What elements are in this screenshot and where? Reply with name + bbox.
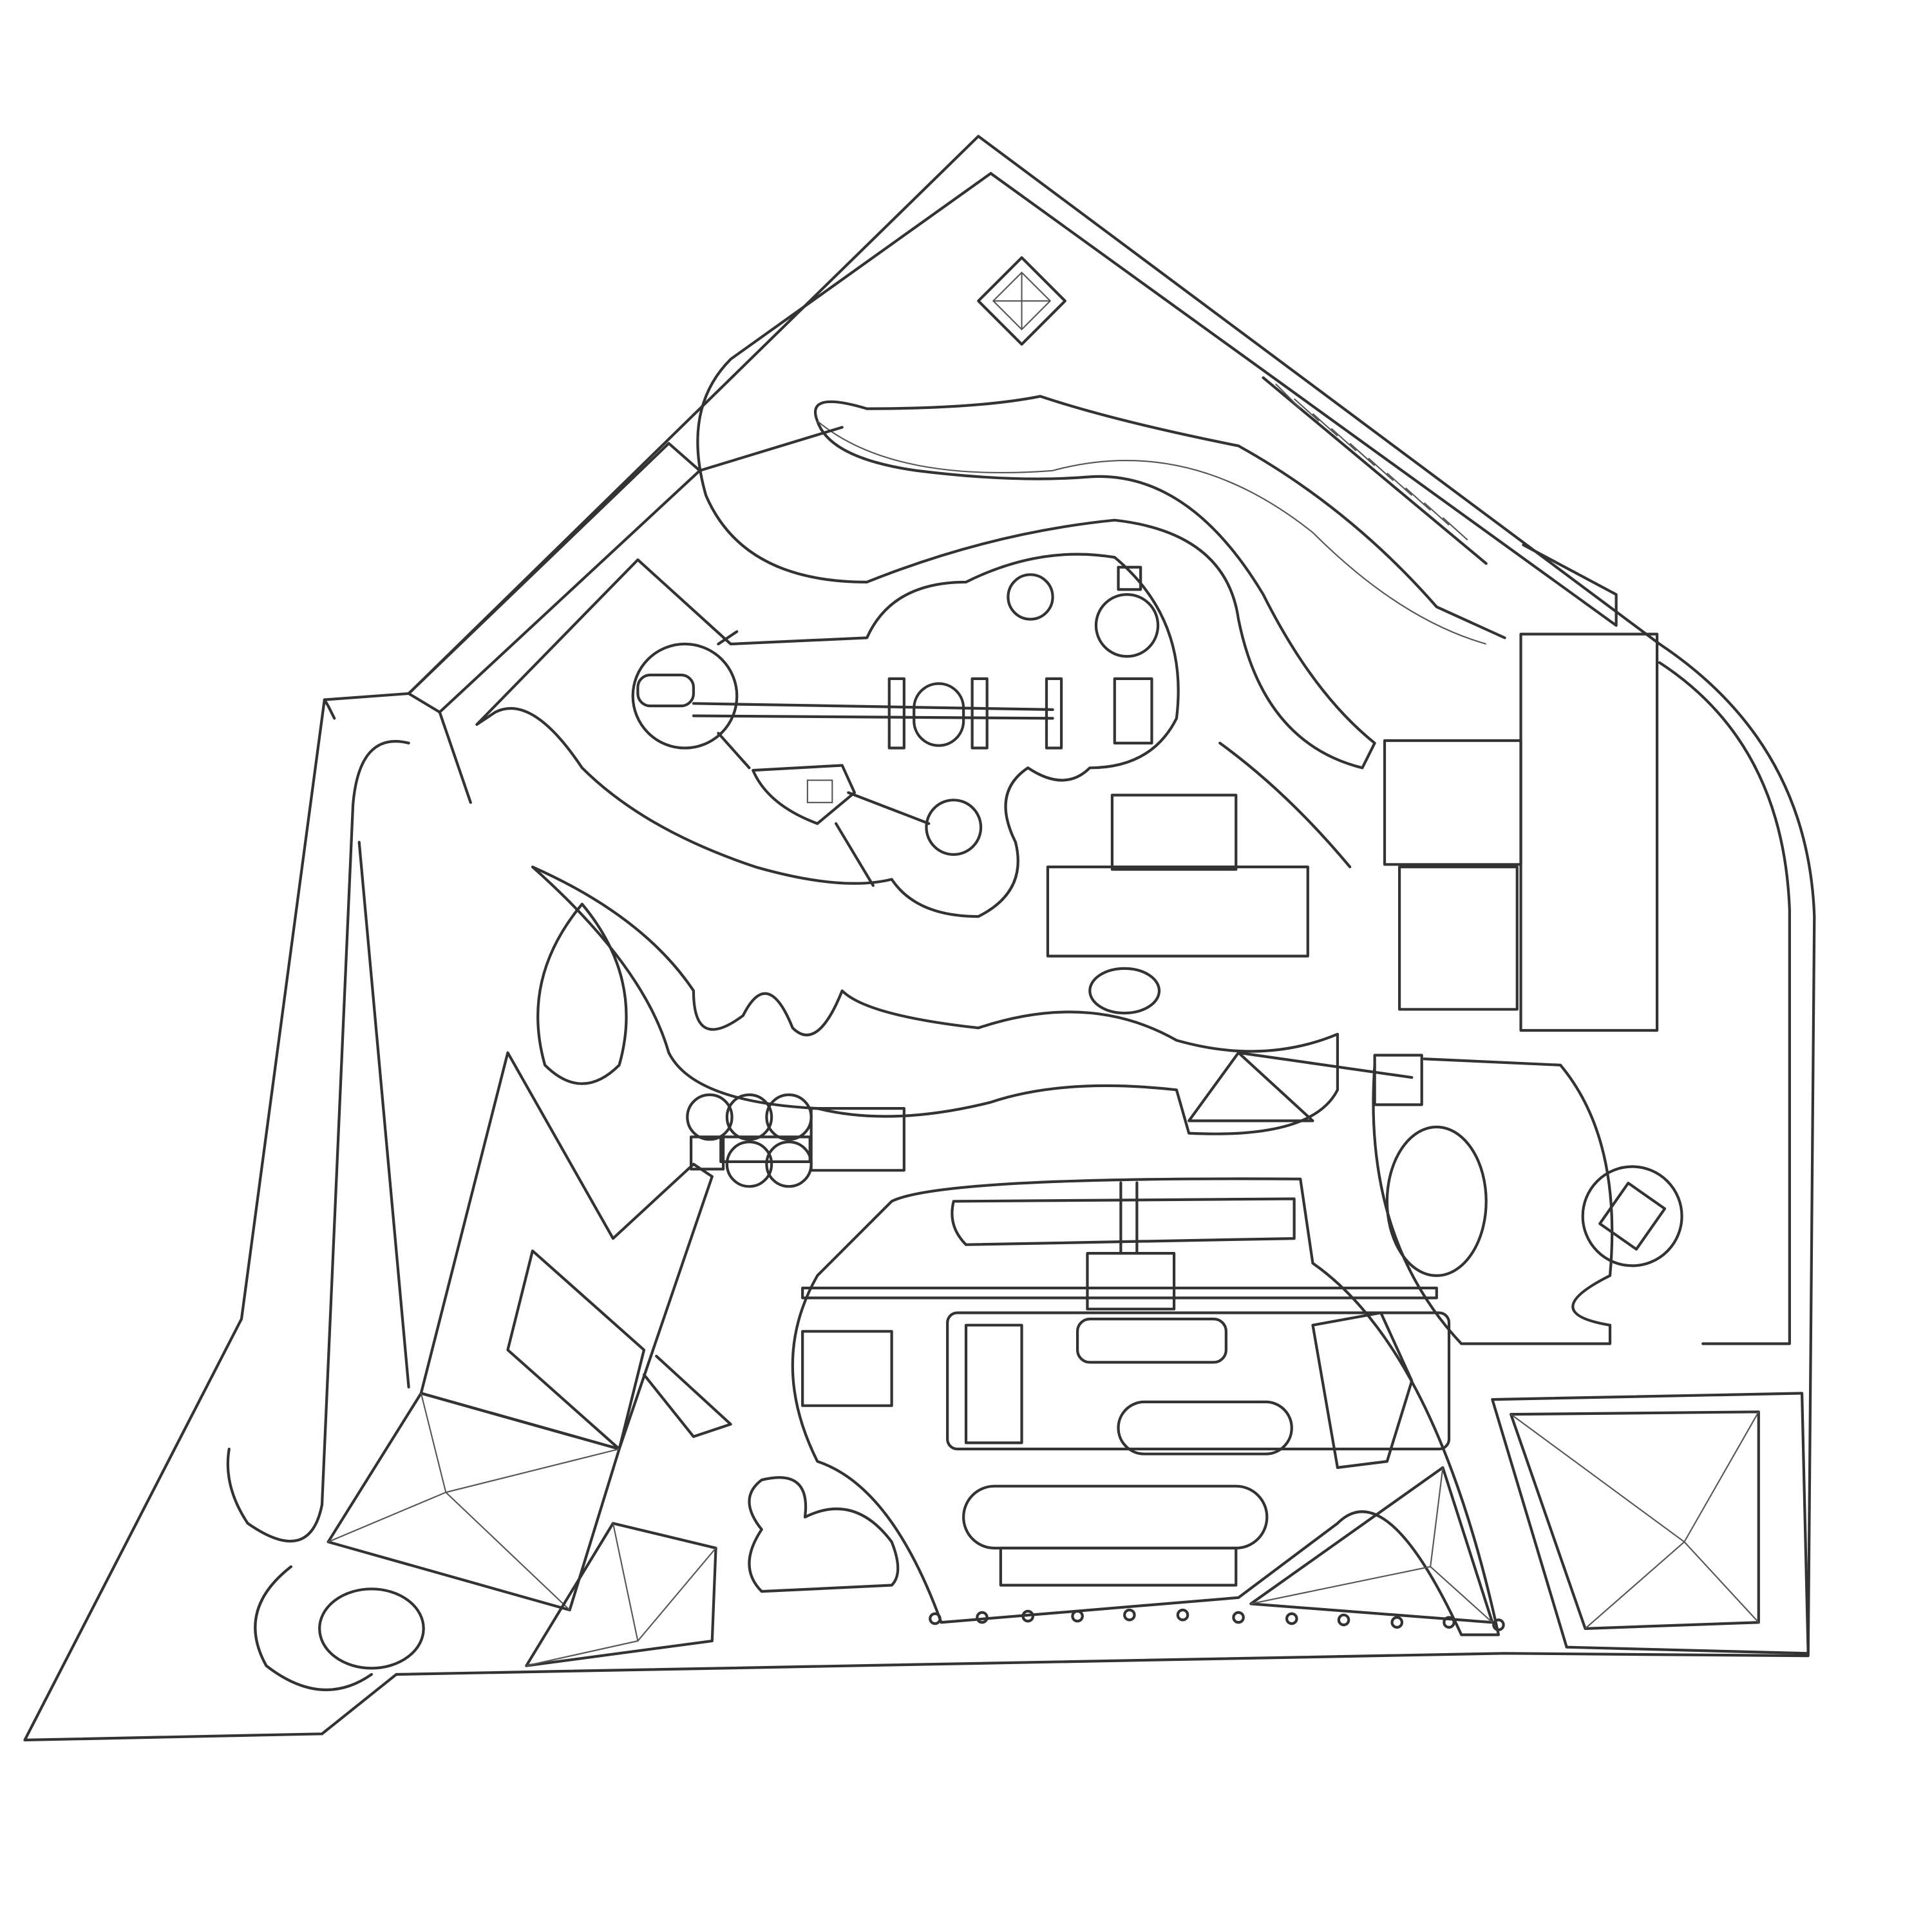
north-pond [696,172,1506,770]
top-pyramid [977,256,1066,346]
buildings-east [1046,632,1659,1032]
southeast-pyramid [1491,1392,1810,1655]
west-path [226,739,410,1543]
west-triangles [254,1051,732,1692]
colonnade-building [407,426,844,804]
lantern-pavilion [686,1093,905,1188]
winding-channel [531,866,1423,1135]
central-island [475,553,1180,918]
east-loop [1372,661,1791,1345]
path-bollards [929,1608,1505,1631]
south-garden [748,1177,1505,1636]
site-boundary [23,135,1816,1742]
